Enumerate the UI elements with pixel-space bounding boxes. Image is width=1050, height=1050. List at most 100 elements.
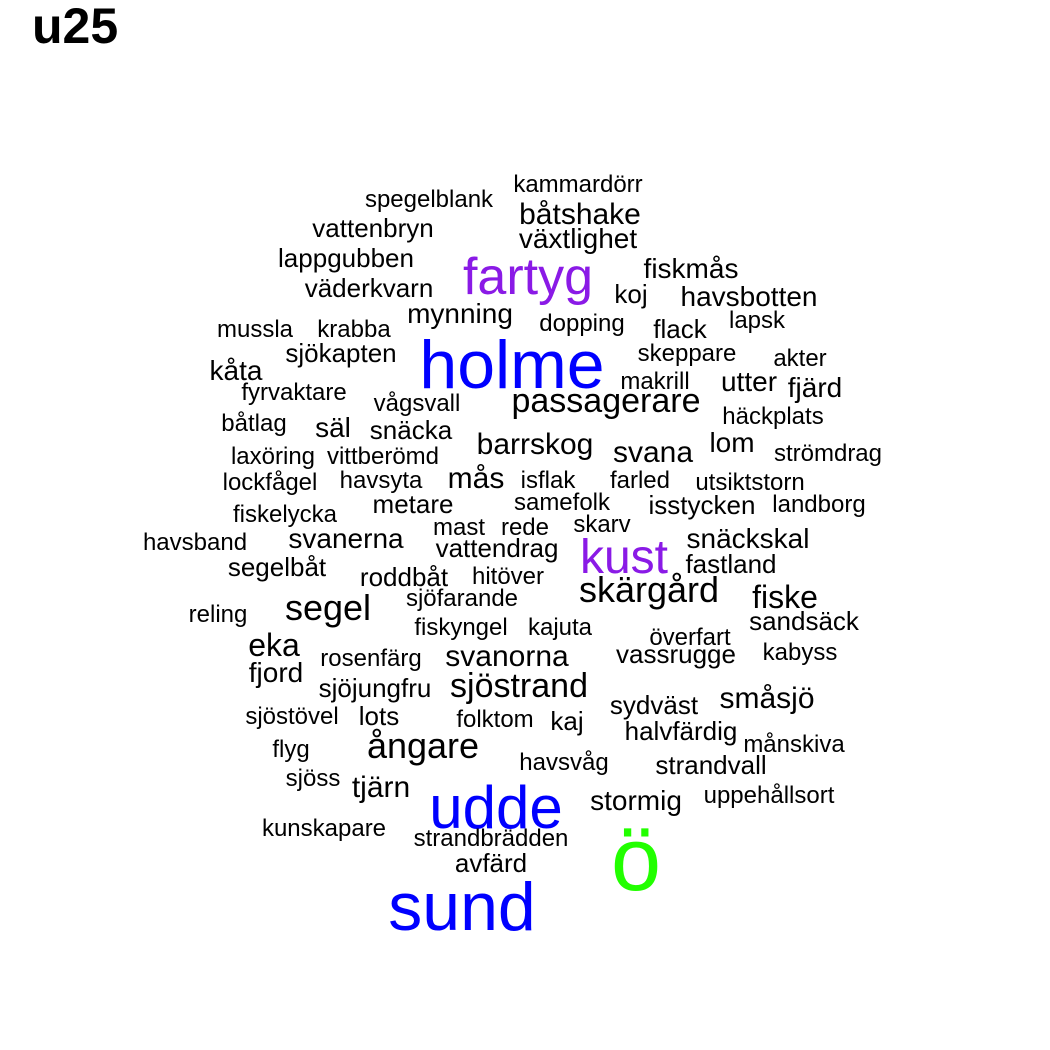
cloud-word: havsband	[143, 529, 247, 556]
cloud-word: sjökapten	[285, 338, 396, 368]
page-title: u25	[32, 0, 119, 54]
cloud-word: isstycken	[649, 490, 756, 520]
cloud-word: havsvåg	[519, 749, 608, 776]
cloud-word: passagerare	[511, 382, 700, 420]
cloud-word: kabyss	[763, 639, 838, 666]
cloud-word: sjöstrand	[450, 667, 588, 705]
cloud-word: sjöjungfru	[319, 673, 432, 703]
cloud-word: koj	[614, 279, 647, 309]
cloud-word: akter	[773, 345, 826, 372]
cloud-word: eka	[248, 627, 300, 663]
cloud-word: fiskmås	[644, 253, 739, 284]
cloud-word: reling	[189, 601, 248, 628]
cloud-word: strandvall	[655, 750, 766, 780]
cloud-word: lapsk	[729, 307, 786, 334]
cloud-word: tjärn	[352, 771, 410, 804]
cloud-word: lappgubben	[278, 243, 414, 273]
cloud-word: roddbåt	[360, 562, 449, 592]
cloud-word: flack	[653, 314, 707, 344]
cloud-word: fyrvaktare	[241, 379, 346, 406]
cloud-word: sjöss	[286, 765, 341, 792]
cloud-word: kust	[580, 531, 668, 584]
cloud-word: metare	[373, 489, 454, 519]
cloud-word: fastland	[685, 549, 776, 579]
cloud-word: lockfågel	[223, 469, 318, 496]
cloud-word: sjöfarande	[406, 585, 518, 612]
cloud-word: mås	[448, 462, 505, 495]
cloud-word: laxöring	[231, 443, 315, 470]
cloud-word: båtlag	[221, 410, 286, 437]
cloud-word: skarv	[573, 511, 630, 538]
cloud-word: strömdrag	[774, 440, 882, 467]
cloud-word: svanorna	[445, 640, 569, 673]
cloud-word: skärgård	[579, 569, 719, 610]
cloud-word: makrill	[620, 368, 689, 395]
cloud-word: kunskapare	[262, 815, 386, 842]
cloud-word: vittberömd	[327, 443, 439, 470]
cloud-word: fiskyngel	[414, 614, 507, 641]
cloud-word: säl	[315, 412, 351, 443]
cloud-word: utter	[721, 366, 777, 397]
cloud-word: havsyta	[340, 467, 423, 494]
cloud-word: kajuta	[528, 614, 593, 641]
cloud-word: svana	[613, 436, 693, 469]
cloud-word: fiskelycka	[233, 501, 338, 528]
cloud-word: krabba	[317, 316, 391, 343]
cloud-word: barrskog	[477, 428, 594, 461]
cloud-word: strandbrädden	[414, 825, 569, 852]
cloud-word: sjöstövel	[245, 703, 338, 730]
cloud-word: ångare	[367, 725, 479, 766]
cloud-word: spegelblank	[365, 186, 494, 213]
cloud-word: kaj	[550, 706, 583, 736]
cloud-word: fiske	[752, 579, 818, 615]
cloud-word: växtlighet	[519, 223, 638, 254]
cloud-word: mast	[433, 514, 485, 541]
cloud-word: holme	[419, 327, 604, 403]
cloud-word: vattenbryn	[312, 213, 433, 243]
cloud-word: dopping	[539, 310, 624, 337]
cloud-word: snäcka	[370, 415, 453, 445]
cloud-word: hitöver	[472, 563, 544, 590]
cloud-word: uppehållsort	[704, 782, 835, 809]
cloud-word: landborg	[772, 491, 865, 518]
cloud-word: halvfärdig	[625, 716, 738, 746]
cloud-word: väderkvarn	[305, 273, 434, 303]
cloud-word: sydväst	[610, 690, 699, 720]
cloud-word: farled	[610, 467, 670, 494]
cloud-word: häckplats	[722, 403, 823, 430]
cloud-word: avfärd	[455, 848, 527, 878]
cloud-word: lots	[359, 701, 399, 731]
cloud-word: flyg	[272, 736, 309, 763]
cloud-word: fjärd	[788, 372, 842, 403]
cloud-word: utsiktstorn	[695, 469, 804, 496]
cloud-word: udde	[429, 774, 562, 841]
cloud-word: rede	[501, 514, 549, 541]
cloud-word: sandsäck	[749, 606, 860, 636]
cloud-word: segel	[285, 587, 371, 628]
cloud-word: folktom	[456, 706, 533, 733]
cloud-word: havsbotten	[681, 281, 818, 312]
cloud-word: månskiva	[743, 731, 845, 758]
cloud-word: svanerna	[288, 523, 404, 554]
cloud-word: skeppare	[638, 340, 737, 367]
cloud-word: mussla	[217, 316, 294, 343]
cloud-word: sund	[388, 869, 535, 945]
cloud-word: lom	[709, 427, 754, 458]
cloud-word: rosenfärg	[320, 645, 421, 672]
cloud-word: stormig	[590, 785, 682, 816]
cloud-word: kåta	[210, 355, 263, 386]
cloud-word: småsjö	[719, 682, 814, 715]
cloud-word: ö	[611, 810, 661, 910]
cloud-word: överfart	[649, 624, 731, 651]
cloud-word: mynning	[407, 298, 513, 329]
cloud-word: båtshake	[519, 198, 641, 231]
cloud-word: isflak	[521, 467, 577, 494]
cloud-word: fartyg	[463, 248, 593, 306]
cloud-word: snäckskal	[687, 523, 810, 554]
cloud-word: kammardörr	[513, 171, 642, 198]
cloud-word: vattendrag	[436, 533, 559, 563]
cloud-word: samefolk	[514, 489, 611, 516]
cloud-word: vågsvall	[374, 390, 461, 417]
cloud-word: segelbåt	[228, 552, 327, 582]
